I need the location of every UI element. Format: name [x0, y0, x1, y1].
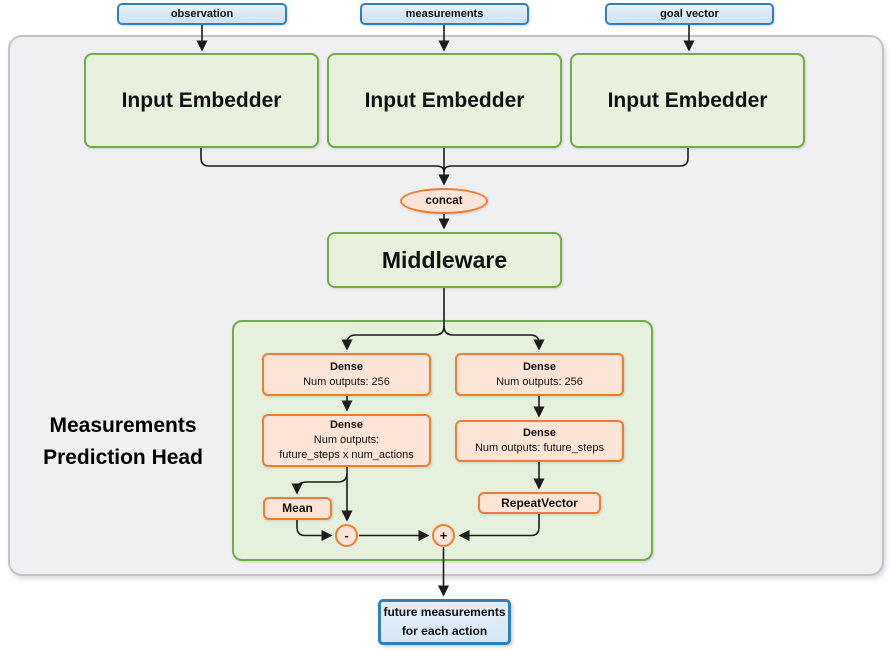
dense-right-1: Dense Num outputs: 256 [455, 353, 624, 396]
minus-node: - [335, 524, 358, 547]
dense-right-2: Dense Num outputs: future_steps [455, 420, 624, 462]
middleware-label: Middleware [381, 246, 508, 273]
prediction-head-title-line2: Prediction Head [43, 446, 203, 469]
input-embedder-box-1: Input Embedder [84, 53, 319, 148]
dense-outputs: Num outputs: 256 [303, 375, 390, 388]
input-embedder-box-3: Input Embedder [570, 53, 805, 148]
concat-node: concat [400, 188, 488, 214]
input-embedder-label: Input Embedder [607, 88, 768, 112]
input-embedder-label: Input Embedder [121, 88, 282, 112]
repeat-vector-box: RepeatVector [478, 492, 601, 514]
dense-left-1: Dense Num outputs: 256 [262, 353, 431, 396]
dense-outputs-line1: Num outputs: [313, 434, 380, 446]
repeat-vector-label: RepeatVector [501, 495, 578, 510]
input-embedder-label: Input Embedder [364, 88, 525, 112]
plus-label: + [439, 528, 448, 543]
mean-box: Mean [263, 497, 332, 520]
dense-title: Dense [329, 360, 364, 373]
middleware-box: Middleware [327, 232, 562, 288]
input-embedder-box-2: Input Embedder [327, 53, 562, 148]
dense-title: Dense [522, 360, 557, 373]
prediction-head-title: Measurements Prediction Head [18, 410, 228, 474]
input-box-observation: observation [117, 3, 287, 25]
plus-node: + [432, 524, 455, 547]
output-label-line1: future measurements [383, 605, 506, 619]
concat-label: concat [425, 195, 463, 207]
input-box-goal-vector: goal vector [605, 3, 774, 25]
prediction-head-title-line1: Measurements [49, 414, 197, 437]
input-label: measurements [405, 8, 484, 20]
output-label-line2: for each action [401, 624, 488, 638]
input-label: goal vector [660, 8, 719, 20]
input-box-measurements: measurements [360, 3, 529, 25]
dense-outputs: Num outputs: 256 [496, 375, 583, 388]
minus-label: - [344, 528, 349, 543]
dense-title: Dense [329, 419, 364, 431]
dense-outputs: Num outputs: future_steps [474, 442, 604, 454]
output-box: future measurements for each action [378, 599, 511, 645]
dense-outputs-line2: future_steps x num_actions [279, 449, 414, 461]
input-label: observation [170, 8, 234, 20]
mean-label: Mean [282, 501, 313, 515]
dense-left-2: Dense Num outputs: future_steps x num_ac… [262, 414, 431, 467]
dense-title: Dense [522, 427, 557, 439]
